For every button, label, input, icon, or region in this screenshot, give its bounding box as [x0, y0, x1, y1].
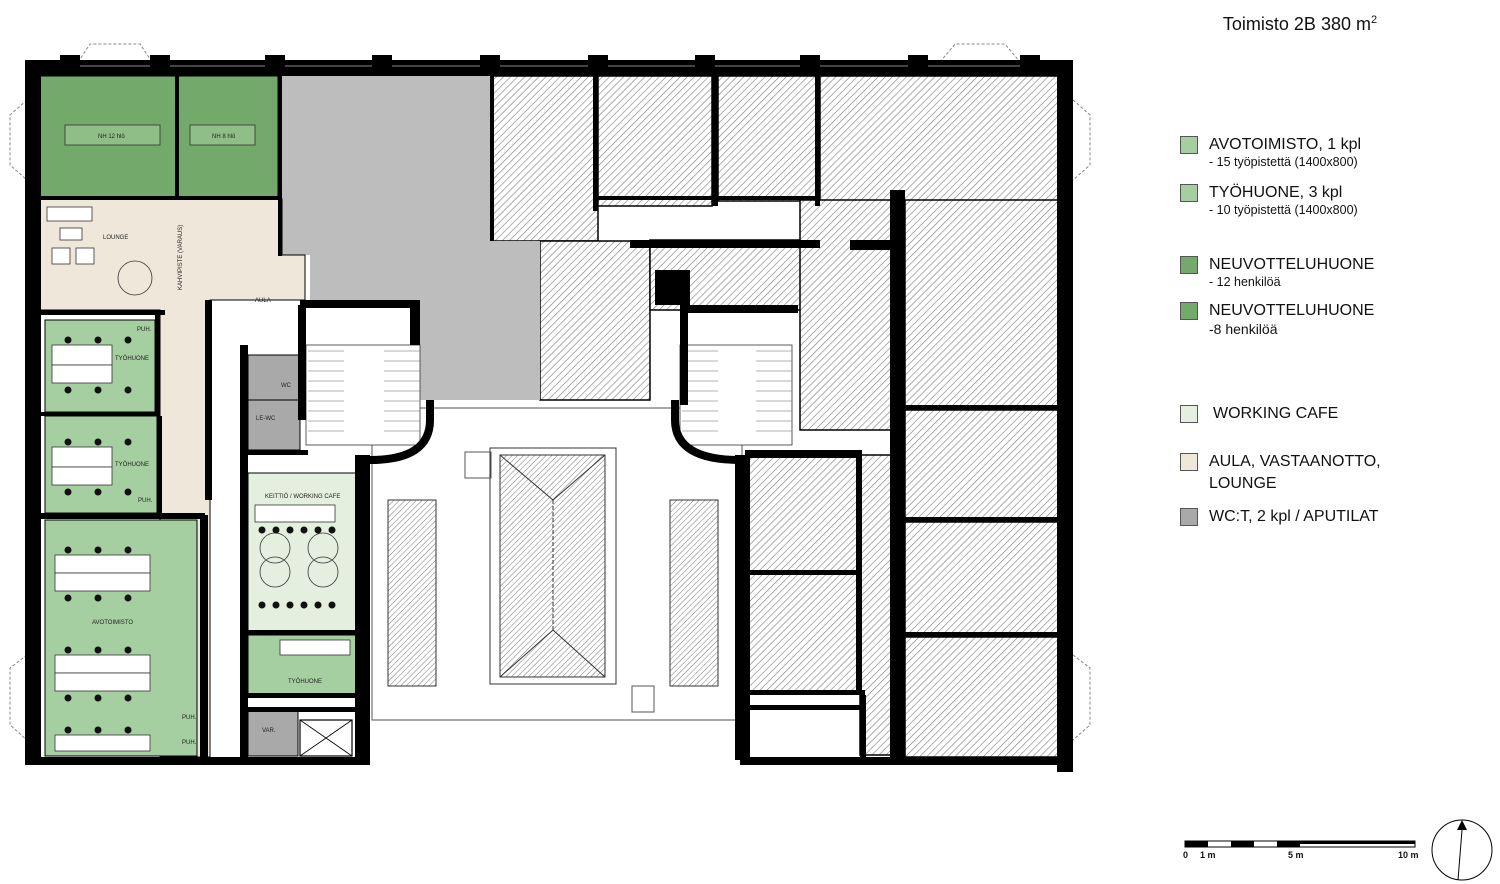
- label-puh-2: PUH.: [138, 498, 153, 504]
- chair: [328, 601, 336, 609]
- chair: [64, 646, 72, 654]
- legend-label: NEUVOTTELUHUONE: [1209, 256, 1375, 273]
- chair: [64, 726, 72, 734]
- label-tyohuone-3: TYÖHUONE: [288, 678, 322, 685]
- chair: [94, 488, 102, 496]
- chair: [94, 646, 102, 654]
- legend-sub: - 15 työpistettä (1400x800): [1209, 155, 1358, 169]
- chair: [64, 386, 72, 394]
- chair: [124, 594, 132, 602]
- legend-swatch: [1180, 302, 1198, 320]
- lewc-room: [247, 399, 301, 451]
- furniture: [46, 124, 353, 757]
- legend-label-line2: LOUNGE: [1209, 475, 1277, 492]
- chair: [328, 526, 336, 534]
- chair: [64, 336, 72, 344]
- label-nh8: NH 8 hlö: [212, 134, 236, 140]
- chair: [94, 594, 102, 602]
- legend-label: AVOTOIMISTO, 1 kpl: [1209, 136, 1362, 153]
- chair: [272, 601, 280, 609]
- legend-sub: - 12 henkilöä: [1209, 275, 1281, 289]
- label-lewc: LE-WC: [256, 416, 276, 422]
- stairs: [305, 344, 793, 446]
- legend-swatch: [1180, 136, 1198, 154]
- walls: [25, 55, 1073, 772]
- chair: [94, 546, 102, 554]
- chair: [258, 526, 266, 534]
- hatched-spaces: [492, 75, 1061, 758]
- chair: [286, 601, 294, 609]
- chair: [124, 694, 132, 702]
- scale-label-5m: 5 m: [1288, 850, 1304, 860]
- chair: [124, 438, 132, 446]
- label-puh-4: PUH.: [182, 740, 197, 746]
- label-lounge: LOUNGE: [103, 235, 128, 241]
- title-text: Toimisto 2B 380 m: [1222, 14, 1371, 34]
- chair: [124, 546, 132, 554]
- legend-swatch: [1180, 405, 1198, 423]
- chair: [300, 601, 308, 609]
- legend-swatch: [1180, 256, 1198, 274]
- legend-label: TYÖHUONE, 3 kpl: [1209, 184, 1343, 201]
- scale-label-1m: 1 m: [1200, 850, 1216, 860]
- atrium-void: [282, 76, 540, 400]
- legend-label: WORKING CAFE: [1213, 405, 1339, 422]
- chair: [124, 336, 132, 344]
- legend-label: AULA, VASTAANOTTO,: [1209, 453, 1381, 470]
- label-tyohuone-1: TYÖHUONE: [115, 355, 149, 362]
- scale-bar-graphic: [1184, 840, 1416, 848]
- chair: [124, 726, 132, 734]
- chair: [64, 694, 72, 702]
- legend-label: WC:T, 2 kpl / APUTILAT: [1209, 508, 1379, 525]
- chair: [286, 526, 294, 534]
- legend-sub: - 10 työpistettä (1400x800): [1209, 203, 1358, 217]
- chair: [64, 594, 72, 602]
- chair: [94, 386, 102, 394]
- label-wc: WC: [281, 383, 292, 389]
- stair-cores: [369, 400, 741, 464]
- scale-bar: 0 1 m 5 m 10 m: [1180, 836, 1420, 860]
- legend-swatch: [1180, 453, 1198, 471]
- title-sup: 2: [1370, 14, 1378, 26]
- chair: [314, 601, 322, 609]
- label-aula: AULA: [255, 298, 271, 304]
- label-puh-3: PUH.: [182, 715, 197, 721]
- label-kahviste: KAHVIPISTE (VARAUS): [178, 225, 184, 290]
- scale-label-10m: 10 m: [1398, 850, 1419, 860]
- chair: [272, 526, 280, 534]
- north-arrow: [1431, 819, 1493, 881]
- label-keittio: KEITTIÖ / WORKING CAFE: [265, 493, 340, 500]
- label-var: VAR.: [262, 728, 276, 734]
- chair: [314, 526, 322, 534]
- label-nh12: NH 12 hlö: [98, 134, 125, 140]
- label-puh-1: PUH.: [137, 327, 152, 333]
- chairs: [64, 336, 336, 734]
- chair: [258, 601, 266, 609]
- light-well: [371, 407, 743, 721]
- chair: [64, 438, 72, 446]
- chair: [94, 694, 102, 702]
- chair: [64, 546, 72, 554]
- label-tyohuone-2: TYÖHUONE: [115, 461, 149, 468]
- label-avotoimisto: AVOTOIMISTO: [92, 620, 133, 626]
- legend-swatch: [1180, 184, 1198, 202]
- chair: [124, 386, 132, 394]
- chair: [64, 488, 72, 496]
- page-title: Toimisto 2B 380 m2: [1200, 14, 1400, 35]
- legend-label: NEUVOTTELUHUONE: [1209, 302, 1375, 319]
- chair: [124, 646, 132, 654]
- scale-label-0: 0: [1183, 850, 1189, 860]
- chair: [94, 726, 102, 734]
- stair-treads: [308, 350, 792, 432]
- bay-windows: [9, 43, 1091, 741]
- chair: [94, 438, 102, 446]
- wc-room: [247, 354, 301, 401]
- legend-sub: -8 henkilöä: [1209, 321, 1278, 337]
- chair: [300, 526, 308, 534]
- chair: [94, 336, 102, 344]
- chair: [124, 488, 132, 496]
- legend-swatch: [1180, 508, 1198, 526]
- room-labels: NH 12 hlö NH 8 hlö LOUNGE KAHVIPISTE (VA…: [92, 134, 340, 746]
